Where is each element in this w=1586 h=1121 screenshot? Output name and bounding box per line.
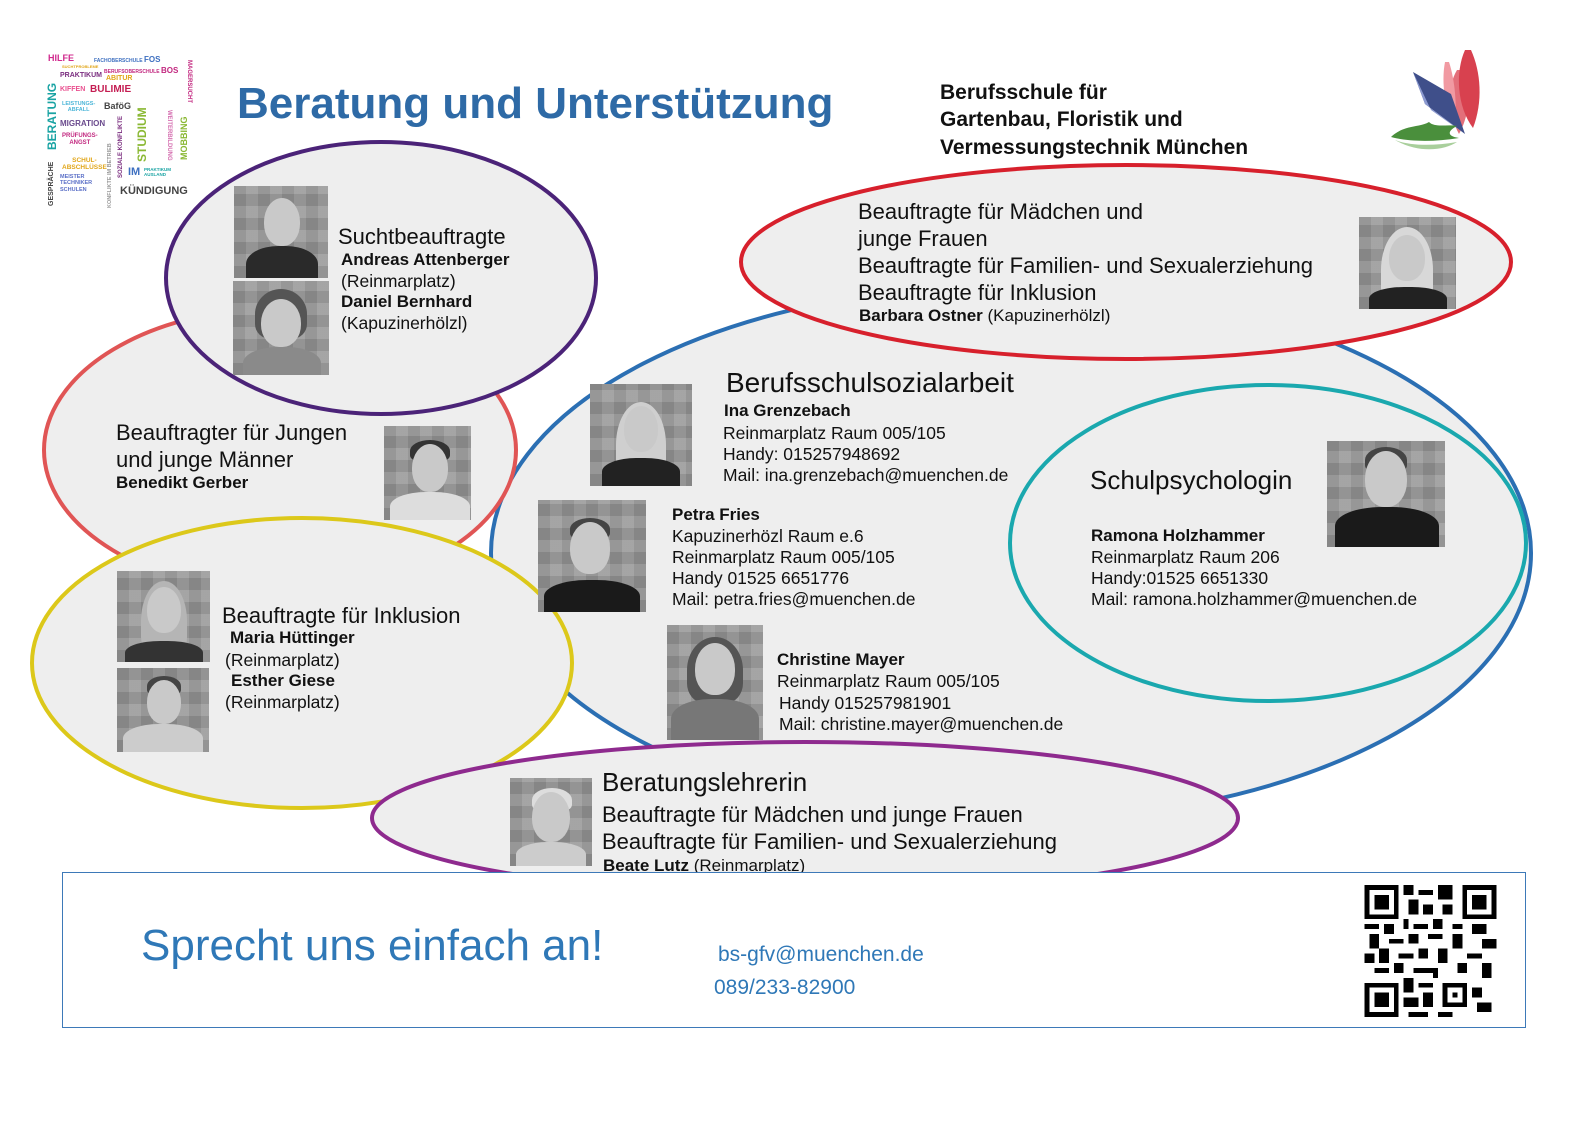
photo-christine-mayer [667,625,763,740]
school-name-line: Gartenbau, Floristik und [940,108,1183,132]
sucht-role: Suchtbeauftragte [338,224,506,249]
sucht-person-location: (Reinmarplatz) [341,271,456,291]
sozialarbeit-person-email[interactable]: Mail: christine.mayer@muenchen.de [779,714,1064,734]
wordcloud-word: KÜNDIGUNG [120,185,188,197]
maedchen-role-line: Beauftragte für Inklusion [858,280,1097,305]
footer-phone: 089/233-82900 [714,976,856,999]
psychologie-person-info: Reinmarplatz Raum 206 [1091,547,1280,567]
psychologie-role: Schulpsychologin [1090,465,1293,495]
sozialarbeit-person-name: Petra Fries [672,505,760,524]
photo-daniel-bernhard [233,281,329,375]
footer-email[interactable]: bs-gfv@muenchen.de [718,943,924,966]
photo-benedikt-gerber [384,426,471,520]
wordcloud-word: PRÜFUNGS-ANGST [62,133,98,146]
school-name-line: Vermessungstechnik München [940,135,1249,159]
school-name-line: Berufsschule für [940,81,1107,104]
wordcloud-word: PRAKTIKUM [60,72,102,79]
footer-contact-box [62,872,1526,1028]
inklusion-person-name: Maria Hüttinger [230,628,355,647]
wordcloud-word: IM [128,166,141,178]
sozialarbeit-person-info: Handy: 015257948692 [723,444,901,464]
maedchen-role-line: junge Frauen [858,226,988,251]
jungen-role-line: und junge Männer [116,447,294,472]
page-title: Beratung und Unterstützung [237,79,834,128]
wordcloud-logo: HILFE FACHOBERSCHULE FOS SUCHTPROBLEME P… [44,50,194,210]
photo-ina-grenzebach [590,384,692,486]
inklusion-person-name: Esther Giese [231,671,335,690]
sozialarbeit-person-info: Handy 01525 6651776 [672,568,850,588]
sozialarbeit-person-name: Ina Grenzebach [724,401,851,420]
sucht-person-name: Andreas Attenberger [341,250,510,269]
photo-barbara-ostner [1359,217,1456,309]
beratungslehrerin-role-line: Beauftragte für Familien- und Sexualerzi… [602,829,1057,854]
sozialarbeit-person-email[interactable]: Mail: ina.grenzebach@muenchen.de [723,465,1009,485]
sozialarbeit-person-name: Christine Mayer [777,650,905,669]
inklusion-role: Beauftragte für Inklusion [222,603,461,628]
school-flower-logo-icon [1391,50,1480,150]
beratungslehrerin-role: Beratungslehrerin [602,767,808,797]
inklusion-person-location: (Reinmarplatz) [225,692,340,712]
maedchen-person-location: (Kapuzinerhölzl) [987,306,1111,325]
beratungslehrerin-person: Beate Lutz (Reinmarplatz) [603,856,805,876]
wordcloud-word: KIFFEN [60,86,86,93]
wordcloud-word: ABITUR [106,75,133,82]
maedchen-role-line: Beauftragte für Mädchen und [858,199,1143,224]
footer-slogan: Sprecht uns einfach an! [141,921,604,970]
sozialarbeit-person-email[interactable]: Mail: petra.fries@muenchen.de [672,589,916,609]
wordcloud-word: BERUFSOBERSCHULE BOS [104,66,179,75]
wordcloud-word: BULIMIE [90,84,132,95]
sucht-person-location: (Kapuzinerhölzl) [341,313,468,333]
ellipse-maedchen [739,163,1513,361]
ellipse-psychologie [1008,383,1528,703]
jungen-role-line: Beauftragter für Jungen [116,420,348,445]
sozialarbeit-person-info: Handy 015257981901 [779,693,952,713]
maedchen-person: Barbara Ostner (Kapuzinerhölzl) [859,306,1110,326]
psychologie-person-info: Handy:01525 6651330 [1091,568,1269,588]
photo-esther-giese [117,668,209,752]
maedchen-person-name: Barbara Ostner [859,306,983,325]
sozialarbeit-person-info: Reinmarplatz Raum 005/105 [723,423,946,443]
wordcloud-word: MIGRATION [60,119,106,128]
wordcloud-word: SCHUL-ABSCHLÜSSE [62,157,107,172]
sozialarbeit-person-info: Reinmarplatz Raum 005/105 [777,671,1000,691]
photo-petra-fries [538,500,646,612]
beratungslehrerin-role-line: Beauftragte für Mädchen und junge Frauen [602,802,1023,827]
beratungslehrerin-person-location: (Reinmarplatz) [693,856,806,875]
wordcloud-word: SUCHTPROBLEME [62,64,99,69]
photo-andreas-attenberger [234,186,328,278]
psychologie-person-email[interactable]: Mail: ramona.holzhammer@muenchen.de [1091,589,1418,609]
sucht-person-name: Daniel Bernhard [341,292,473,311]
photo-beate-lutz [510,778,592,866]
wordcloud-word: LEISTUNGS-ABFALL [62,101,96,114]
wordcloud-word: BaföG [104,101,131,111]
psychologie-person-name: Ramona Holzhammer [1091,526,1265,545]
sozialarbeit-person-info: Reinmarplatz Raum 005/105 [672,547,895,567]
photo-maria-huettinger [117,571,210,662]
photo-ramona-holzhammer [1327,441,1445,547]
wordcloud-word: HILFE [48,53,74,63]
sozialarbeit-person-info: Kapuzinerhözl Raum e.6 [672,526,864,546]
jungen-person-name: Benedikt Gerber [116,473,249,492]
beratungslehrerin-person-name: Beate Lutz [603,856,689,875]
sozialarbeit-role: Berufsschulsozialarbeit [726,367,1014,398]
inklusion-person-location: (Reinmarplatz) [225,650,340,670]
wordcloud-word: FACHOBERSCHULE FOS [94,55,161,64]
qr-code-icon[interactable] [1363,885,1498,1017]
maedchen-role-line: Beauftragte für Familien- und Sexualerzi… [858,253,1313,278]
school-name: Berufsschule für Gartenbau, Floristik un… [940,79,1248,161]
